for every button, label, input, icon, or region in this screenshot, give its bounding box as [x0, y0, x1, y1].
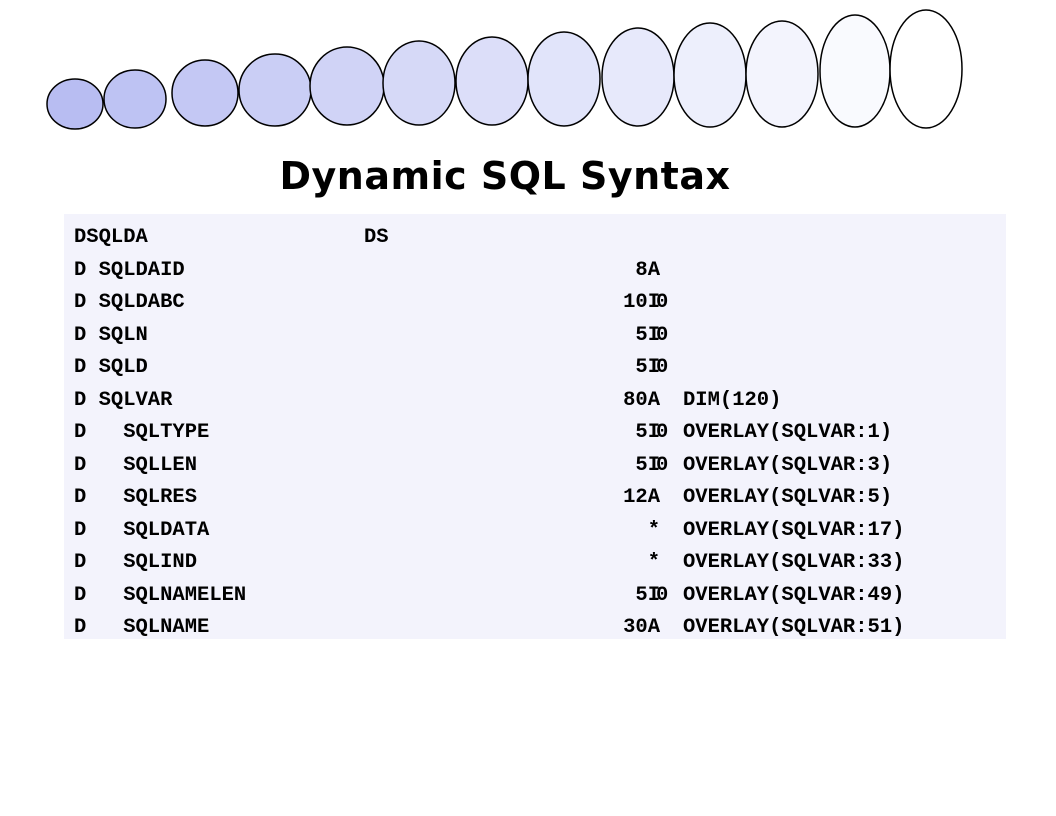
field-name: D SQLDAID: [74, 258, 185, 282]
decorative-bubble: [673, 22, 747, 128]
field-length: 5I: [635, 356, 660, 379]
field-length: 5I: [635, 583, 660, 607]
decorative-bubble: [889, 9, 963, 129]
field-name: D SQLD: [74, 356, 148, 379]
field-name: D SQLDABC: [74, 291, 185, 314]
code-line: D SQLNAMELEN 5I 0 OVERLAY(SQLVAR:49): [64, 580, 1006, 613]
code-line: D SQLNAME 30A OVERLAY(SQLVAR:51): [64, 612, 1006, 645]
field-keyword: OVERLAY(SQLVAR:3): [683, 453, 893, 477]
decorative-bubble: [238, 53, 312, 127]
field-name: DSQLDA: [74, 226, 148, 249]
field-length: 5I: [635, 453, 660, 477]
code-line: D SQLLEN 5I 0 OVERLAY(SQLVAR:3): [64, 450, 1006, 483]
code-line: D SQLTYPE 5I 0 OVERLAY(SQLVAR:1): [64, 417, 1006, 450]
decorative-bubble: [819, 14, 891, 128]
field-keyword: OVERLAY(SQLVAR:51): [683, 616, 905, 639]
slide-title: Dynamic SQL Syntax: [279, 154, 731, 198]
field-decimals: 0: [656, 421, 669, 444]
field-length: 5I: [635, 421, 660, 444]
field-length: 30A: [623, 616, 660, 639]
decorative-bubble: [527, 31, 601, 127]
decorative-bubble: [46, 78, 104, 130]
field-name: D SQLRES: [74, 486, 198, 509]
field-name: D SQLDATA: [74, 518, 210, 542]
decorative-bubble: [103, 69, 167, 129]
field-length: 5I: [635, 323, 660, 347]
code-line: D SQLDABC 10I 0: [64, 287, 1006, 320]
field-decimals: 0: [656, 356, 669, 379]
field-decimals: 0: [656, 291, 669, 314]
field-length: 10I: [623, 291, 660, 314]
field-name: D SQLVAR: [74, 388, 173, 412]
field-decimals: 0: [656, 323, 669, 347]
decorative-bubble: [171, 59, 239, 127]
field-keyword: OVERLAY(SQLVAR:49): [683, 583, 905, 607]
field-decimals: 0: [656, 453, 669, 477]
field-decimals: 0: [656, 583, 669, 607]
code-line: D SQLN 5I 0: [64, 320, 1006, 353]
field-name: D SQLIND: [74, 551, 198, 574]
field-name: D SQLTYPE: [74, 421, 210, 444]
code-line: D SQLD 5I 0: [64, 352, 1006, 385]
field-length: 8A: [635, 258, 660, 282]
field-length: 12A: [623, 486, 660, 509]
code-line: D SQLVAR 80A DIM(120): [64, 385, 1006, 418]
field-name: D SQLN: [74, 323, 148, 347]
field-keyword: OVERLAY(SQLVAR:17): [683, 518, 905, 542]
field-length: *: [647, 518, 660, 542]
code-line: D SQLIND * OVERLAY(SQLVAR:33): [64, 547, 1006, 580]
field-type: DS: [364, 226, 389, 249]
field-name: D SQLLEN: [74, 453, 198, 477]
field-length: 80A: [623, 388, 660, 412]
field-keyword: OVERLAY(SQLVAR:1): [683, 421, 893, 444]
decorative-bubble-row: [46, 9, 963, 130]
field-name: D SQLNAME: [74, 616, 210, 639]
field-name: D SQLNAMELEN: [74, 583, 247, 607]
code-line: D SQLDATA * OVERLAY(SQLVAR:17): [64, 515, 1006, 548]
decorative-bubble: [309, 46, 385, 126]
decorative-bubble: [382, 40, 456, 126]
decorative-bubble: [601, 27, 675, 127]
code-line: D SQLDAID 8A: [64, 255, 1006, 288]
decorative-bubble: [455, 36, 529, 126]
field-keyword: DIM(120): [683, 388, 782, 412]
code-listing: DSQLDA DS D SQLDAID 8A D SQLDABC 10I 0 D…: [64, 214, 1006, 639]
field-keyword: OVERLAY(SQLVAR:5): [683, 486, 893, 509]
decorative-bubble: [745, 20, 819, 128]
code-line: DSQLDA DS: [64, 222, 1006, 255]
field-keyword: OVERLAY(SQLVAR:33): [683, 551, 905, 574]
code-line: D SQLRES 12A OVERLAY(SQLVAR:5): [64, 482, 1006, 515]
field-length: *: [647, 551, 660, 574]
